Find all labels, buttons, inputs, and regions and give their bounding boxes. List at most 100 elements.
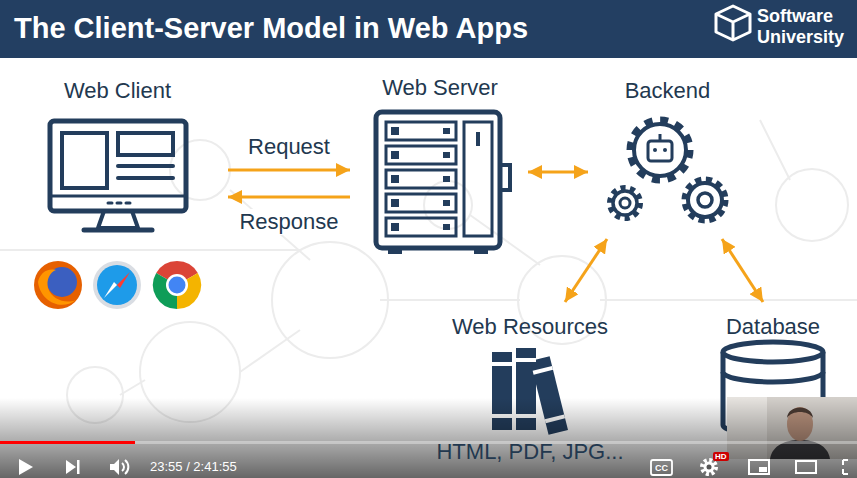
- player-controls: [759, 467, 767, 472]
- server-icon: [391, 223, 399, 231]
- node-heading: Web Resources: [431, 314, 629, 340]
- gears-icon: [648, 141, 672, 161]
- gears-icon: [653, 148, 657, 152]
- time-display: 23:55 / 2:41:55: [150, 459, 237, 475]
- captions-button: CC: [655, 463, 668, 473]
- server-icon: [386, 194, 456, 212]
- server-icon: [376, 112, 510, 254]
- connector-arrow: [722, 239, 763, 302]
- monitor-icon: [50, 121, 186, 230]
- server-icon: [464, 122, 492, 236]
- server-icon: [376, 112, 500, 248]
- gears-icon: [630, 120, 690, 180]
- background-pattern: [600, 299, 857, 301]
- background-pattern: [760, 120, 790, 180]
- books-icon: [516, 358, 536, 362]
- connector-arrow: [565, 239, 607, 302]
- player-controls: [110, 459, 119, 475]
- slide-title: The Client-Server Model in Web Apps: [14, 9, 528, 47]
- monitor-icon: [62, 133, 107, 188]
- player-controls: [843, 460, 848, 474]
- chrome-logo: [166, 274, 188, 296]
- monitor-icon: [117, 202, 121, 205]
- background-pattern: [776, 169, 848, 241]
- node-heading: Web Client: [40, 78, 195, 104]
- server-icon: [443, 152, 450, 158]
- player-controls: [702, 460, 716, 474]
- server-icon: [391, 175, 399, 183]
- database-icon: [723, 372, 823, 382]
- background-pattern: [380, 299, 520, 301]
- server-icon: [443, 176, 450, 182]
- server-icon: [386, 146, 456, 164]
- player-gradient: [0, 398, 857, 478]
- player-controls: [125, 460, 128, 474]
- player-controls: [651, 460, 672, 475]
- connector-arrow: [228, 196, 350, 199]
- gears-icon: [610, 188, 640, 218]
- server-icon: [474, 248, 488, 254]
- progress-bar: [0, 441, 857, 444]
- node-box: Backend: [595, 76, 740, 231]
- header-band: [0, 0, 857, 58]
- progress-bar: [0, 441, 857, 444]
- firefox-logo: [34, 261, 82, 309]
- firefox-logo: [38, 270, 76, 305]
- background-pattern: [120, 380, 145, 395]
- player-controls: [122, 463, 124, 471]
- server-icon: [500, 165, 510, 190]
- logo-icon: [716, 6, 750, 40]
- background-pattern: [272, 242, 388, 358]
- safari-logo: [104, 282, 117, 298]
- gears-icon: [688, 183, 722, 217]
- server-icon: [443, 224, 450, 230]
- logo-icon: [716, 6, 750, 40]
- server-icon: [391, 151, 399, 159]
- node-box: Web ResourcesHTML, PDF, JPG...: [431, 312, 629, 466]
- hd-badge: HD: [713, 452, 729, 461]
- gears-icon: [610, 120, 725, 220]
- safari-logo: [93, 261, 141, 309]
- edge-label: Request: [244, 134, 334, 160]
- background-pattern: [240, 330, 300, 372]
- monitor-icon: [50, 121, 186, 211]
- player-controls: [707, 465, 712, 470]
- background-pattern: [470, 215, 540, 265]
- node-box: Web Server: [362, 73, 518, 253]
- logo-icon: [716, 14, 750, 40]
- node-heading: Backend: [595, 78, 740, 104]
- player-controls: [77, 460, 80, 474]
- player-controls: [796, 461, 816, 473]
- header-band: [0, 0, 857, 58]
- gears-icon: [698, 193, 712, 207]
- node-heading: Database: [713, 314, 833, 340]
- player-controls: [19, 459, 33, 475]
- server-icon: [391, 127, 399, 135]
- chrome-logo: [169, 277, 186, 294]
- monitor-icon: [108, 202, 112, 205]
- chrome-logo: [153, 261, 201, 309]
- node-box: Database: [713, 312, 833, 412]
- node-heading: Web Server: [362, 75, 518, 101]
- server-icon: [476, 132, 480, 146]
- gears-icon: [613, 191, 637, 215]
- background-pattern: [0, 249, 300, 251]
- gears-icon: [685, 180, 725, 220]
- database-icon: [723, 342, 823, 362]
- logo-text: University: [757, 27, 844, 47]
- node-box: Web Client: [40, 76, 195, 236]
- safari-logo: [93, 261, 141, 309]
- safari-logo: [117, 272, 130, 288]
- server-icon: [388, 248, 402, 254]
- connector-arrow: [528, 171, 588, 174]
- player-controls: [66, 460, 76, 474]
- gears-icon: [620, 198, 630, 208]
- monitor-icon: [84, 228, 152, 233]
- books-icon: [492, 362, 512, 366]
- node-subtext: HTML, PDF, JPG...: [431, 439, 629, 465]
- monitor-icon: [98, 211, 138, 228]
- player-gradient: [0, 398, 857, 478]
- monitor-icon: [118, 133, 173, 155]
